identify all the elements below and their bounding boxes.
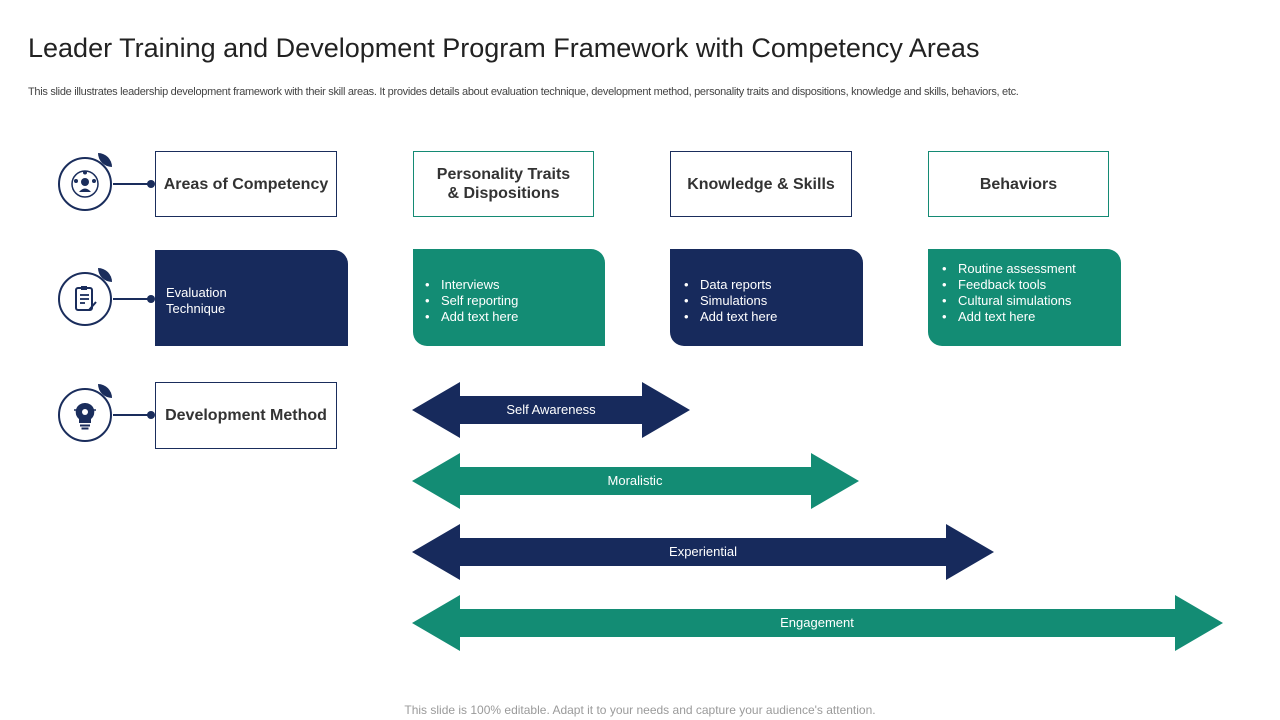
connector-line [113,414,151,416]
areas-of-competency-label: Areas of Competency [163,175,329,193]
evaluation-label-line: Technique [166,301,226,316]
knowledge-skills-header: Knowledge & Skills [670,151,852,217]
header-line: & Dispositions [447,185,560,202]
bullet-list: Routine assessment Feedback tools Cultur… [930,261,1083,325]
connector-dot [147,180,155,188]
personality-traits-card: Interviews Self reporting Add text here [413,249,605,346]
lightbulb-gears-icon [58,388,112,442]
list-item: Routine assessment [942,261,1083,277]
connector-dot [147,411,155,419]
development-method-label: Development Method [165,407,327,424]
header-line: Behaviors [979,175,1058,193]
list-item: Cultural simulations [942,293,1083,309]
page-title: Leader Training and Development Program … [28,33,980,63]
page-subtitle: This slide illustrates leadership develo… [28,86,1019,98]
list-item: Self reporting [425,293,605,309]
areas-of-competency-box: Areas of Competency [155,151,337,217]
bullet-list: Interviews Self reporting Add text here [413,277,605,325]
list-item: Add text here [942,309,1083,325]
experiential-label: Experiential [669,544,737,559]
evaluation-technique-card: Evaluation Technique [155,250,348,346]
bullet-list: Data reports Simulations Add text here [672,277,863,325]
footer-note: This slide is 100% editable. Adapt it to… [404,703,876,717]
experiential-arrow [412,524,994,580]
moralistic-arrow [412,453,859,509]
behaviors-card: Routine assessment Feedback tools Cultur… [928,249,1121,346]
competency-network-icon [58,157,112,211]
clipboard-checklist-icon [58,272,112,326]
header-line: Knowledge & Skills [687,175,835,193]
list-item: Add text here [425,309,605,325]
list-item: Interviews [425,277,605,293]
behaviors-header: Behaviors [928,151,1109,217]
connector-line [113,298,151,300]
list-item: Feedback tools [942,277,1083,293]
connector-line [113,183,151,185]
knowledge-skills-card: Data reports Simulations Add text here [670,249,863,346]
list-item: Add text here [684,309,863,325]
evaluation-label-line: Evaluation [166,285,227,300]
self-awareness-label: Self Awareness [506,402,596,417]
moralistic-label: Moralistic [607,473,663,488]
connector-dot [147,295,155,303]
engagement-label: Engagement [780,615,854,630]
engagement-arrow [412,595,1223,651]
personality-traits-header: Personality Traits & Dispositions [413,151,594,217]
header-line: Personality Traits [436,166,571,183]
list-item: Data reports [684,277,863,293]
list-item: Simulations [684,293,863,309]
development-method-box: Development Method [155,382,337,449]
self-awareness-arrow [412,382,690,438]
